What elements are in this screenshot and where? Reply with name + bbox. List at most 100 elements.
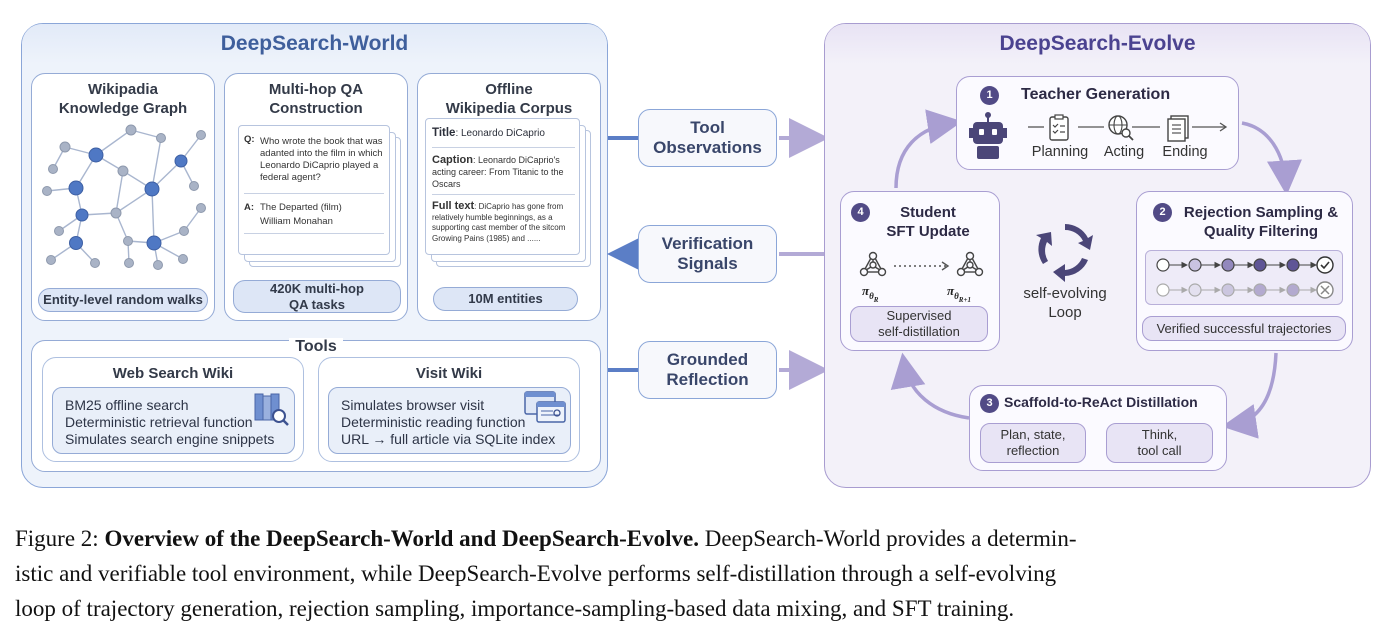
qa-card: Q: Who wrote the book that was adanted i…	[238, 125, 390, 255]
qa-a-label: A:	[244, 202, 255, 213]
check-circle-icon	[1316, 256, 1334, 274]
policy-theta-r-theta: θ	[869, 290, 874, 301]
search-database-icon	[254, 393, 289, 426]
qa-answer-line2: William Monahan	[260, 216, 333, 227]
teacher-pipeline	[1028, 122, 1228, 132]
trajectory-filter-panel	[1145, 250, 1343, 305]
corpus-title-row: Title: Leonardo DiCaprio	[432, 127, 577, 140]
teacher-title: Teacher Generation	[1021, 86, 1171, 103]
qa-title-line1: Multi-hop QA	[268, 81, 364, 98]
cross-circle-icon	[1316, 281, 1334, 299]
corpus-card: Title: Leonardo DiCaprio Caption : Leonar…	[425, 118, 580, 255]
corpus-title-value: : Leonardo DiCaprio	[455, 128, 545, 139]
globe-icon	[1108, 115, 1134, 141]
student-title-line2: SFT Update	[886, 223, 970, 240]
tool-observations-line1: Tool	[690, 118, 725, 137]
policy-theta-r-plus-1: πθR+1	[947, 283, 971, 303]
grounded-line1: Grounded	[666, 350, 749, 369]
rejection-step-number: 2	[1153, 203, 1172, 222]
scaffold-think-pill: Think, tool call	[1106, 423, 1213, 463]
corpus-fulltext-value: : DiCaprio has gone from relatively humb…	[432, 202, 566, 243]
tool-observations-line2: Observations	[653, 138, 762, 157]
visit-wiki-line-1: Simulates browser visit	[341, 397, 485, 413]
scaffold-plan-line1: Plan, state,	[1000, 427, 1066, 442]
visit-wiki-title: Visit Wiki	[415, 365, 483, 382]
corpus-fulltext-row: Full text: DiCaprio has gone from relati…	[432, 201, 575, 244]
caption-line-2: istic and verifiable tool environment, w…	[15, 561, 1057, 586]
student-step-number: 4	[851, 203, 870, 222]
figure-caption: Figure 2: Overview of the DeepSearch-Wor…	[15, 521, 1385, 626]
qa-divider	[244, 193, 384, 194]
verification-line2: Signals	[677, 254, 738, 273]
teacher-step-planning: Planning	[1031, 144, 1089, 160]
signal-arrows	[607, 118, 829, 390]
scaffold-think-line1: Think,	[1141, 427, 1178, 442]
browser-window-icon	[524, 391, 566, 423]
tools-title: Tools	[289, 338, 343, 355]
teacher-step-number: 1	[980, 85, 999, 105]
web-search-line-2: Deterministic retrieval function	[65, 414, 253, 430]
world-panel-title: DeepSearch-World	[22, 24, 607, 64]
corpus-title-line1: Offline	[485, 81, 533, 98]
visit-wiki-line-3: URL → full article via SQLite index	[341, 431, 556, 447]
rejection-title-line2: Quality Filtering	[1203, 223, 1319, 240]
policy-theta-r-pi: π	[862, 283, 870, 298]
network-policy-icon	[859, 251, 984, 277]
rejection-title-row: 2 Rejection Sampling & Quality Filtering	[1153, 203, 1353, 241]
self-evolving-loop-label: self-evolving Loop	[1005, 284, 1125, 322]
knowledge-graph-box: Wikipadia Knowledge Graph	[31, 73, 215, 321]
robot-icon	[969, 112, 1007, 159]
policy-theta-r1-pi: π	[947, 283, 955, 298]
policy-theta-r: πθR	[862, 283, 878, 303]
policy-theta-r1-index: R+1	[958, 295, 971, 304]
caption-line-1: Figure 2: Overview of the DeepSearch-Wor…	[15, 521, 1385, 556]
policy-theta-r1-theta: θ	[954, 290, 959, 301]
caption-line1-rest: DeepSearch-World provides a determin-	[698, 526, 1077, 551]
qa-divider-bottom	[244, 233, 384, 234]
policy-theta-r-index: R	[873, 295, 879, 304]
grounded-line2: Reflection	[666, 370, 749, 389]
teacher-step-acting: Acting	[1103, 144, 1145, 160]
corpus-title-line2: Wikipedia Corpus	[445, 100, 573, 117]
corpus-caption-label: Caption	[432, 154, 473, 166]
corpus-divider-2	[432, 194, 575, 195]
scaffold-title: Scaffold-to-ReAct Distillation	[1004, 394, 1198, 410]
scaffold-think-line2: tool call	[1137, 443, 1182, 458]
checklist-icon	[1049, 114, 1069, 141]
rejection-title-line1: Rejection Sampling &	[1183, 204, 1339, 221]
qa-answer-line1: The Departed (film)	[260, 202, 342, 213]
evolve-panel-title: DeepSearch-Evolve	[825, 24, 1370, 64]
corpus-divider-1	[432, 147, 575, 148]
visit-wiki-line-2: Deterministic reading function	[341, 414, 526, 430]
teacher-step-ending: Ending	[1162, 144, 1208, 160]
corpus-title: Offline Wikipedia Corpus	[418, 80, 600, 118]
document-icon	[1167, 115, 1189, 142]
knowledge-graph-network	[42, 124, 206, 270]
qa-title: Multi-hop QA Construction	[225, 80, 407, 118]
corpus-entities-pill: 10M entities	[433, 287, 578, 311]
kg-title-line2: Knowledge Graph	[58, 100, 188, 117]
scaffold-plan-pill: Plan, state, reflection	[980, 423, 1086, 463]
supervised-line2: self-distillation	[878, 324, 960, 339]
supervised-distillation-pill: Supervised self-distillation	[850, 306, 988, 342]
kg-random-walks-pill: Entity-level random walks	[38, 288, 208, 312]
caption-prefix: Figure 2:	[15, 526, 105, 551]
qa-pill-line2: QA tasks	[289, 296, 345, 312]
web-search-title: Web Search Wiki	[112, 365, 234, 382]
qa-question-text: Who wrote the book that was adanted into…	[260, 136, 383, 183]
web-search-line-1: BM25 offline search	[65, 397, 189, 413]
corpus-title-label: Title	[432, 127, 456, 139]
loop-label-line2: Loop	[1048, 304, 1082, 321]
recycle-loop-icon	[1036, 224, 1093, 282]
qa-pill-line1: 420K multi-hop	[270, 280, 364, 296]
caption-bold: Overview of the DeepSearch-World and Dee…	[104, 526, 699, 551]
kg-title-line1: Wikipadia	[88, 81, 158, 98]
verified-trajectories-pill: Verified successful trajectories	[1142, 316, 1346, 341]
evolve-loop-arrows	[890, 109, 1302, 439]
qa-count-pill: 420K multi-hop QA tasks	[233, 280, 401, 313]
kg-title: Wikipadia Knowledge Graph	[32, 80, 214, 118]
